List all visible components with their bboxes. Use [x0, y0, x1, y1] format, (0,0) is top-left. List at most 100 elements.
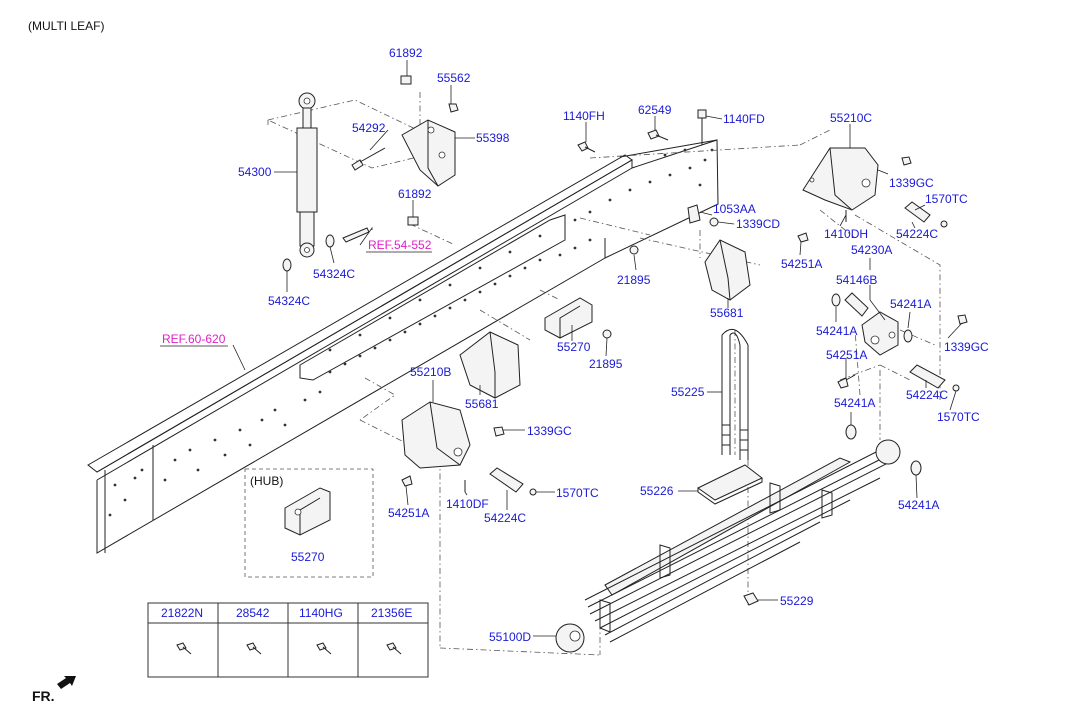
label-1410dh[interactable]: 1410DH [824, 227, 868, 241]
label-1339gc-c[interactable]: 1339GC [527, 424, 572, 438]
bolt-62549[interactable] [647, 129, 669, 141]
reference-labels: REF.54-552 REF.60-620 [160, 238, 432, 347]
label-54224c-c[interactable]: 54224C [484, 511, 526, 525]
front-direction-indicator: FR. [32, 676, 76, 704]
table-header-2: 1140HG [299, 606, 343, 620]
ref-54-552[interactable]: REF.54-552 [368, 238, 432, 252]
nut-1339gc-right[interactable] [957, 314, 968, 325]
leader-lines [232, 60, 963, 637]
label-1339cd[interactable]: 1339CD [736, 217, 780, 231]
label-55210b[interactable]: 55210B [410, 365, 451, 379]
front-hanger-55210b[interactable] [401, 401, 471, 469]
shock-absorber[interactable] [296, 92, 318, 258]
table-header-0: 21822N [161, 606, 203, 620]
label-54251a-c[interactable]: 54251A [388, 506, 429, 520]
nut-21895[interactable] [602, 245, 639, 339]
leaf-spring-55100d[interactable] [555, 439, 901, 653]
bolt-54251a-low[interactable] [401, 475, 413, 487]
arrow-icon [57, 676, 76, 689]
label-55225[interactable]: 55225 [671, 385, 705, 399]
label-1140fh[interactable]: 1140FH [563, 109, 605, 123]
bolt-54292[interactable] [351, 147, 386, 171]
pin-54224c-low[interactable] [489, 467, 524, 493]
ref-60-620[interactable]: REF.60-620 [162, 332, 226, 346]
label-55270-a[interactable]: 55270 [557, 340, 591, 354]
label-54230a[interactable]: 54230A [851, 243, 892, 257]
bolt-54251a-top[interactable] [797, 232, 809, 243]
bolt-icon [316, 642, 332, 655]
nut-55562[interactable] [448, 103, 459, 113]
label-55562[interactable]: 55562 [437, 71, 471, 85]
bolt-icon [176, 642, 192, 655]
bracket-55681-upper[interactable] [704, 239, 751, 301]
diagram-title: (MULTI LEAF) [28, 19, 104, 33]
label-54292[interactable]: 54292 [352, 121, 386, 135]
bracket-55681-lower[interactable] [459, 331, 521, 399]
bolt-1140fd[interactable] [697, 109, 707, 145]
bolt-54251a-mid[interactable] [837, 374, 856, 389]
label-55210c[interactable]: 55210C [830, 111, 872, 125]
hub-label: (HUB) [250, 474, 283, 488]
label-21895-b[interactable]: 21895 [589, 357, 623, 371]
clip-1570tc-low[interactable] [529, 488, 537, 496]
label-54251a-a[interactable]: 54251A [781, 257, 822, 271]
parts-table: 21822N 28542 1140HG 21356E [147, 602, 429, 678]
label-55229[interactable]: 55229 [780, 594, 814, 608]
label-1570tc-c[interactable]: 1570TC [556, 486, 599, 500]
clip-1570tc-top[interactable] [940, 220, 948, 228]
rear-hanger-55210c[interactable] [802, 147, 879, 211]
label-54324c-a[interactable]: 54324C [313, 267, 355, 281]
pin-54224c-top[interactable] [904, 201, 931, 223]
frame-rail [87, 139, 719, 554]
bolt-1140fh[interactable] [577, 141, 596, 153]
label-21895-a[interactable]: 21895 [617, 273, 651, 287]
label-54241a-b[interactable]: 54241A [816, 324, 857, 338]
hub-box [244, 468, 374, 578]
clip-1570tc-right[interactable] [952, 384, 960, 392]
bolt-icon [386, 642, 402, 655]
label-54324c-b[interactable]: 54324C [268, 294, 310, 308]
nut-1339gc-top[interactable] [901, 156, 912, 166]
bolt-icon [246, 642, 262, 655]
label-55681-b[interactable]: 55681 [465, 397, 499, 411]
label-55226[interactable]: 55226 [640, 484, 674, 498]
nut-55229[interactable] [743, 592, 759, 606]
label-1339gc-b[interactable]: 1339GC [944, 340, 989, 354]
label-55681-a[interactable]: 55681 [710, 306, 744, 320]
bracket-55398[interactable] [401, 119, 456, 187]
label-1570tc-a[interactable]: 1570TC [925, 192, 968, 206]
nut-1339cd[interactable] [709, 217, 719, 227]
clip-1053aa[interactable] [687, 204, 701, 224]
bracket-55270[interactable] [544, 297, 593, 339]
table-header-1: 28542 [236, 606, 270, 620]
label-1570tc-b[interactable]: 1570TC [937, 410, 980, 424]
label-54241a-a[interactable]: 54241A [890, 297, 931, 311]
label-54146b[interactable]: 54146B [836, 273, 877, 287]
label-1410df[interactable]: 1410DF [446, 497, 489, 511]
hub-bracket [284, 487, 331, 536]
nut-1339gc-mid[interactable] [493, 426, 505, 437]
label-61892-b[interactable]: 61892 [398, 187, 432, 201]
label-54251a-b[interactable]: 54251A [826, 348, 867, 362]
label-55398[interactable]: 55398 [476, 131, 510, 145]
label-54224c-a[interactable]: 54224C [896, 227, 938, 241]
label-54300[interactable]: 54300 [238, 165, 272, 179]
label-54241a-c[interactable]: 54241A [834, 396, 875, 410]
shackle-54230a[interactable] [831, 292, 913, 356]
seat-55226[interactable] [697, 464, 763, 505]
pin-54224c-right[interactable] [909, 364, 946, 389]
part-labels: 61892 55562 54292 55398 54300 61892 5432… [238, 46, 989, 644]
label-55100d[interactable]: 55100D [489, 630, 531, 644]
label-61892[interactable]: 61892 [389, 46, 423, 60]
label-54224c-b[interactable]: 54224C [906, 388, 948, 402]
label-1140fd[interactable]: 1140FD [723, 112, 765, 126]
label-1339gc-a[interactable]: 1339GC [889, 176, 934, 190]
label-54241a-d[interactable]: 54241A [898, 498, 939, 512]
stud-61892[interactable] [342, 75, 419, 243]
rail-holes [108, 148, 714, 517]
label-62549[interactable]: 62549 [638, 103, 672, 117]
label-1053aa[interactable]: 1053AA [713, 202, 756, 216]
u-bolt-55225[interactable] [721, 328, 749, 460]
label-55270-b[interactable]: 55270 [291, 550, 325, 564]
